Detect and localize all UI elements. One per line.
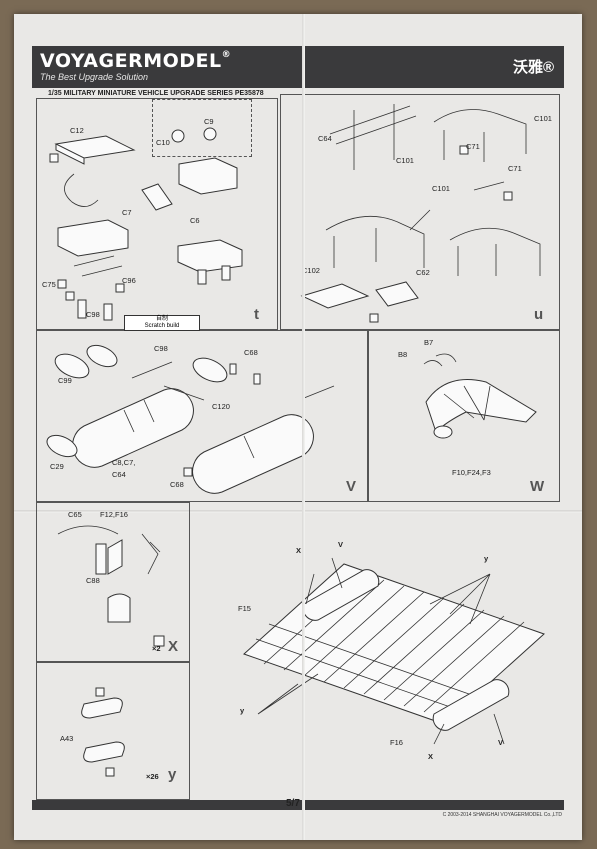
part-label: C71 — [508, 164, 522, 173]
part-label: C98 — [86, 310, 100, 319]
part-label: C96 — [122, 276, 136, 285]
scratch-en: Scratch build — [144, 323, 180, 329]
step-letter-v: V — [346, 478, 357, 495]
part-label: C7 — [122, 208, 132, 217]
panel-t-art — [49, 127, 243, 321]
step-letter-x: X — [168, 638, 179, 655]
panel-w — [368, 330, 560, 502]
part-label: C101 — [396, 156, 414, 165]
scratch-cn: 自制 — [155, 316, 168, 322]
chinese-brand: 沃雅® — [512, 59, 554, 76]
copyright: C 2003-2014 SHANGHAI VOYAGERMODEL Co.,LT… — [442, 812, 562, 818]
part-label: C64 — [318, 134, 332, 143]
footer-bar — [32, 800, 564, 810]
panel-u — [280, 94, 560, 330]
part-label: F12,F16 — [100, 510, 128, 519]
part-label: C88 — [86, 576, 100, 585]
overview-label: F15 — [238, 604, 251, 613]
part-label: C101 — [534, 114, 552, 123]
part-label: C71 — [466, 142, 480, 151]
part-label: C120 — [212, 402, 230, 411]
count-y: ×26 — [146, 772, 159, 781]
part-label: C8,C7, — [112, 458, 136, 467]
brand-mark: ® — [221, 50, 232, 60]
part-label: C64 — [112, 470, 126, 479]
brand-tagline: The Best Upgrade Solution — [40, 72, 149, 82]
part-label: C6 — [190, 216, 200, 225]
overview-label: y — [484, 554, 489, 563]
panel-x-art — [57, 525, 165, 647]
panel-x — [36, 502, 190, 662]
part-label: C98 — [154, 344, 168, 353]
overview-art — [243, 557, 545, 745]
part-label: C68 — [244, 348, 258, 357]
panel-w-art — [423, 353, 537, 439]
overview-label: V — [498, 738, 504, 747]
panel-v-art — [46, 344, 335, 494]
count-x: ×2 — [152, 644, 161, 653]
step-letter-y: y — [168, 766, 177, 783]
part-label: C68 — [170, 480, 184, 489]
part-label: B7 — [424, 338, 434, 347]
part-label: A43 — [60, 734, 74, 743]
part-label: C29 — [50, 462, 64, 471]
part-label: C12 — [70, 126, 84, 135]
page-number: 5/7 — [286, 798, 300, 809]
panel-y-art — [81, 687, 125, 777]
part-label: B8 — [398, 350, 408, 359]
part-label: C65 — [68, 510, 82, 519]
overview-label: X — [428, 752, 434, 761]
header-banner: VOYAGERMODEL® The Best Upgrade Solution … — [32, 46, 564, 88]
panel-v — [36, 330, 368, 502]
part-label: C99 — [58, 376, 72, 385]
assembly-drawings — [46, 104, 545, 777]
part-label: F10,F24,F3 — [452, 468, 491, 477]
instruction-sheet: VOYAGERMODEL® The Best Upgrade Solution … — [14, 14, 582, 840]
overview-label: F16 — [390, 738, 403, 747]
panel-y — [36, 662, 190, 800]
part-label: C75 — [42, 280, 56, 289]
part-label: C62 — [416, 268, 430, 277]
part-label: C10 — [156, 138, 170, 147]
step-letter-w: W — [530, 478, 545, 495]
part-label: C9 — [204, 117, 214, 126]
panel-t-inset — [152, 99, 252, 157]
overview-label: y — [240, 706, 245, 715]
step-letter-t: t — [254, 306, 259, 323]
step-letter-u: u — [534, 306, 544, 323]
overview-label: V — [338, 540, 344, 549]
part-label: C102 — [302, 266, 320, 275]
series-subtitle: 1/35 MILITARY MINIATURE VEHICLE UPGRADE … — [48, 90, 264, 97]
panel-u-art — [300, 104, 541, 323]
brand-name: VOYAGERMODEL — [40, 50, 222, 72]
overview-label: X — [296, 546, 302, 555]
part-label: C101 — [432, 184, 450, 193]
brand-logo: VOYAGERMODEL® — [40, 50, 231, 72]
